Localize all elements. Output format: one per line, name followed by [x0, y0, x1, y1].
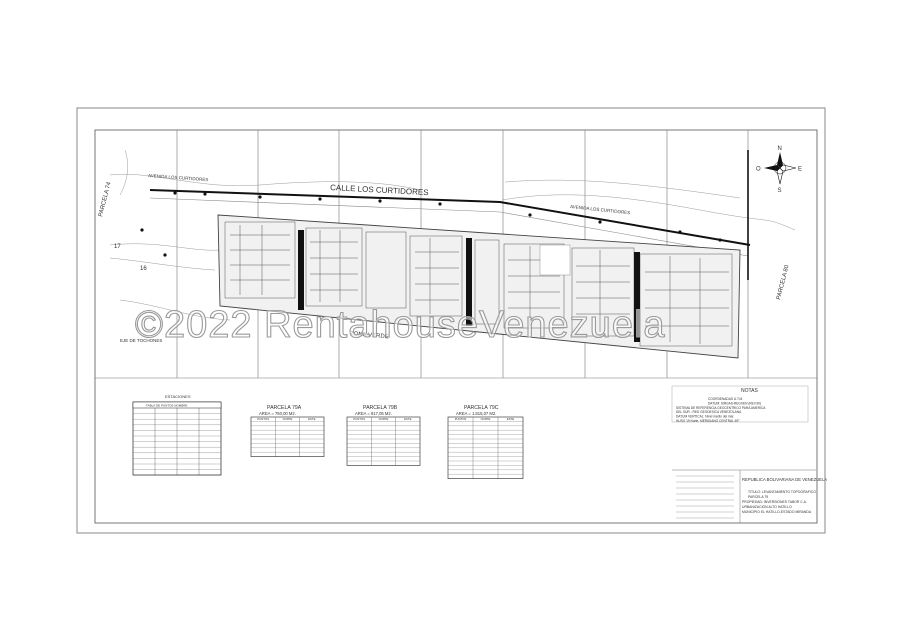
notes-line: DATUM VERTICAL: Nivel medio del mar.	[676, 415, 734, 419]
parcel-header: ESTE	[507, 417, 514, 421]
stations-table: ESTACIONES TABLA DE PUNTOS NOMBRE	[132, 394, 222, 476]
parcel-title: PARCELA 79C	[464, 405, 499, 411]
parcel-title: PARCELA 79B	[363, 405, 398, 411]
notes-line: SISTEMA DE REFERENCIA GEOCENTRICO PARA A…	[676, 406, 766, 410]
title-block: REPUBLICA BOLIVARIANA DE VENEZUELA TITUL…	[672, 469, 827, 523]
parcel-header: PUNTOS	[353, 417, 365, 421]
compass-e-label: E	[798, 167, 802, 173]
parcel-header: NORTE	[481, 417, 491, 421]
street-label-avenue-top: AVENIDA LOS CURTIDORES	[148, 173, 209, 182]
point-16-label: 16	[140, 266, 147, 272]
street-label-avenue-right: AVENIDA LOS CURTIDORES	[570, 204, 631, 215]
notes-block: NOTAS COORDENADAS U.T.M.DATUM: SIRGAS-RE…	[671, 385, 809, 423]
parcel-area: AREA = 817,05 M2.	[355, 411, 392, 416]
stations-subtitle: TABLA DE PUNTOS NOMBRE	[146, 404, 187, 408]
notes-line: COORDENADAS U.T.M.	[708, 397, 743, 401]
zona-verde-label: ZONA VERDE	[350, 331, 389, 340]
parcel-header: ESTE	[404, 417, 411, 421]
compass-s-label: S	[778, 188, 782, 194]
parcel-header: ESTE	[308, 417, 315, 421]
point-17-label: 17	[114, 244, 121, 250]
republic-label: REPUBLICA BOLIVARIANA DE VENEZUELA	[742, 477, 827, 482]
drawing-border	[94, 129, 818, 524]
compass-w-label: O	[756, 167, 761, 173]
parcel-area: AREA = 750,00 M2.	[259, 411, 296, 416]
parcel-header: NORTE	[379, 417, 389, 421]
street-calle-los-curtidores	[149, 150, 751, 280]
building-footprint	[217, 214, 741, 359]
parcel-header: PUNTOS	[455, 417, 467, 421]
title-line: MUNICIPIO EL HATILLO-ESTADO MIRANDA	[742, 510, 812, 514]
notes-line: DATUM: SIRGAS-REGVEN (REV.90)	[708, 401, 761, 405]
parcel-title: PARCELA 79A	[267, 405, 302, 411]
compass-n-label: N	[778, 146, 782, 152]
north-arrow-icon: N S E O	[756, 146, 802, 194]
title-line: PARCELA 79	[748, 495, 768, 499]
watermark-text: ©2022 RentahouseVenezuela	[135, 304, 666, 346]
parcel-header: NORTE	[283, 417, 293, 421]
title-line: URBANIZACION ALTO HATILLO	[742, 505, 792, 509]
notes-line: HUSO 19 Norte. MERIDIANO CENTRAL 69°	[676, 419, 740, 423]
parcel-header: PUNTOS	[257, 417, 269, 421]
title-line: TITULO: LEVANTAMIENTO TOPOGRAFICO	[748, 490, 816, 494]
notes-line: DEL SUR - RED GEODESICA VENEZOLANA	[676, 410, 742, 414]
notes-title: NOTAS	[741, 388, 759, 394]
title-line: PROPIEDAD: INVERSIONES TABOR C.A.	[742, 500, 807, 504]
parcel-area: AREA = 1.815,07 M2.	[456, 411, 496, 416]
stations-title: ESTACIONES	[165, 394, 191, 399]
eje-label: EJE DE TOCHONES	[120, 338, 162, 343]
